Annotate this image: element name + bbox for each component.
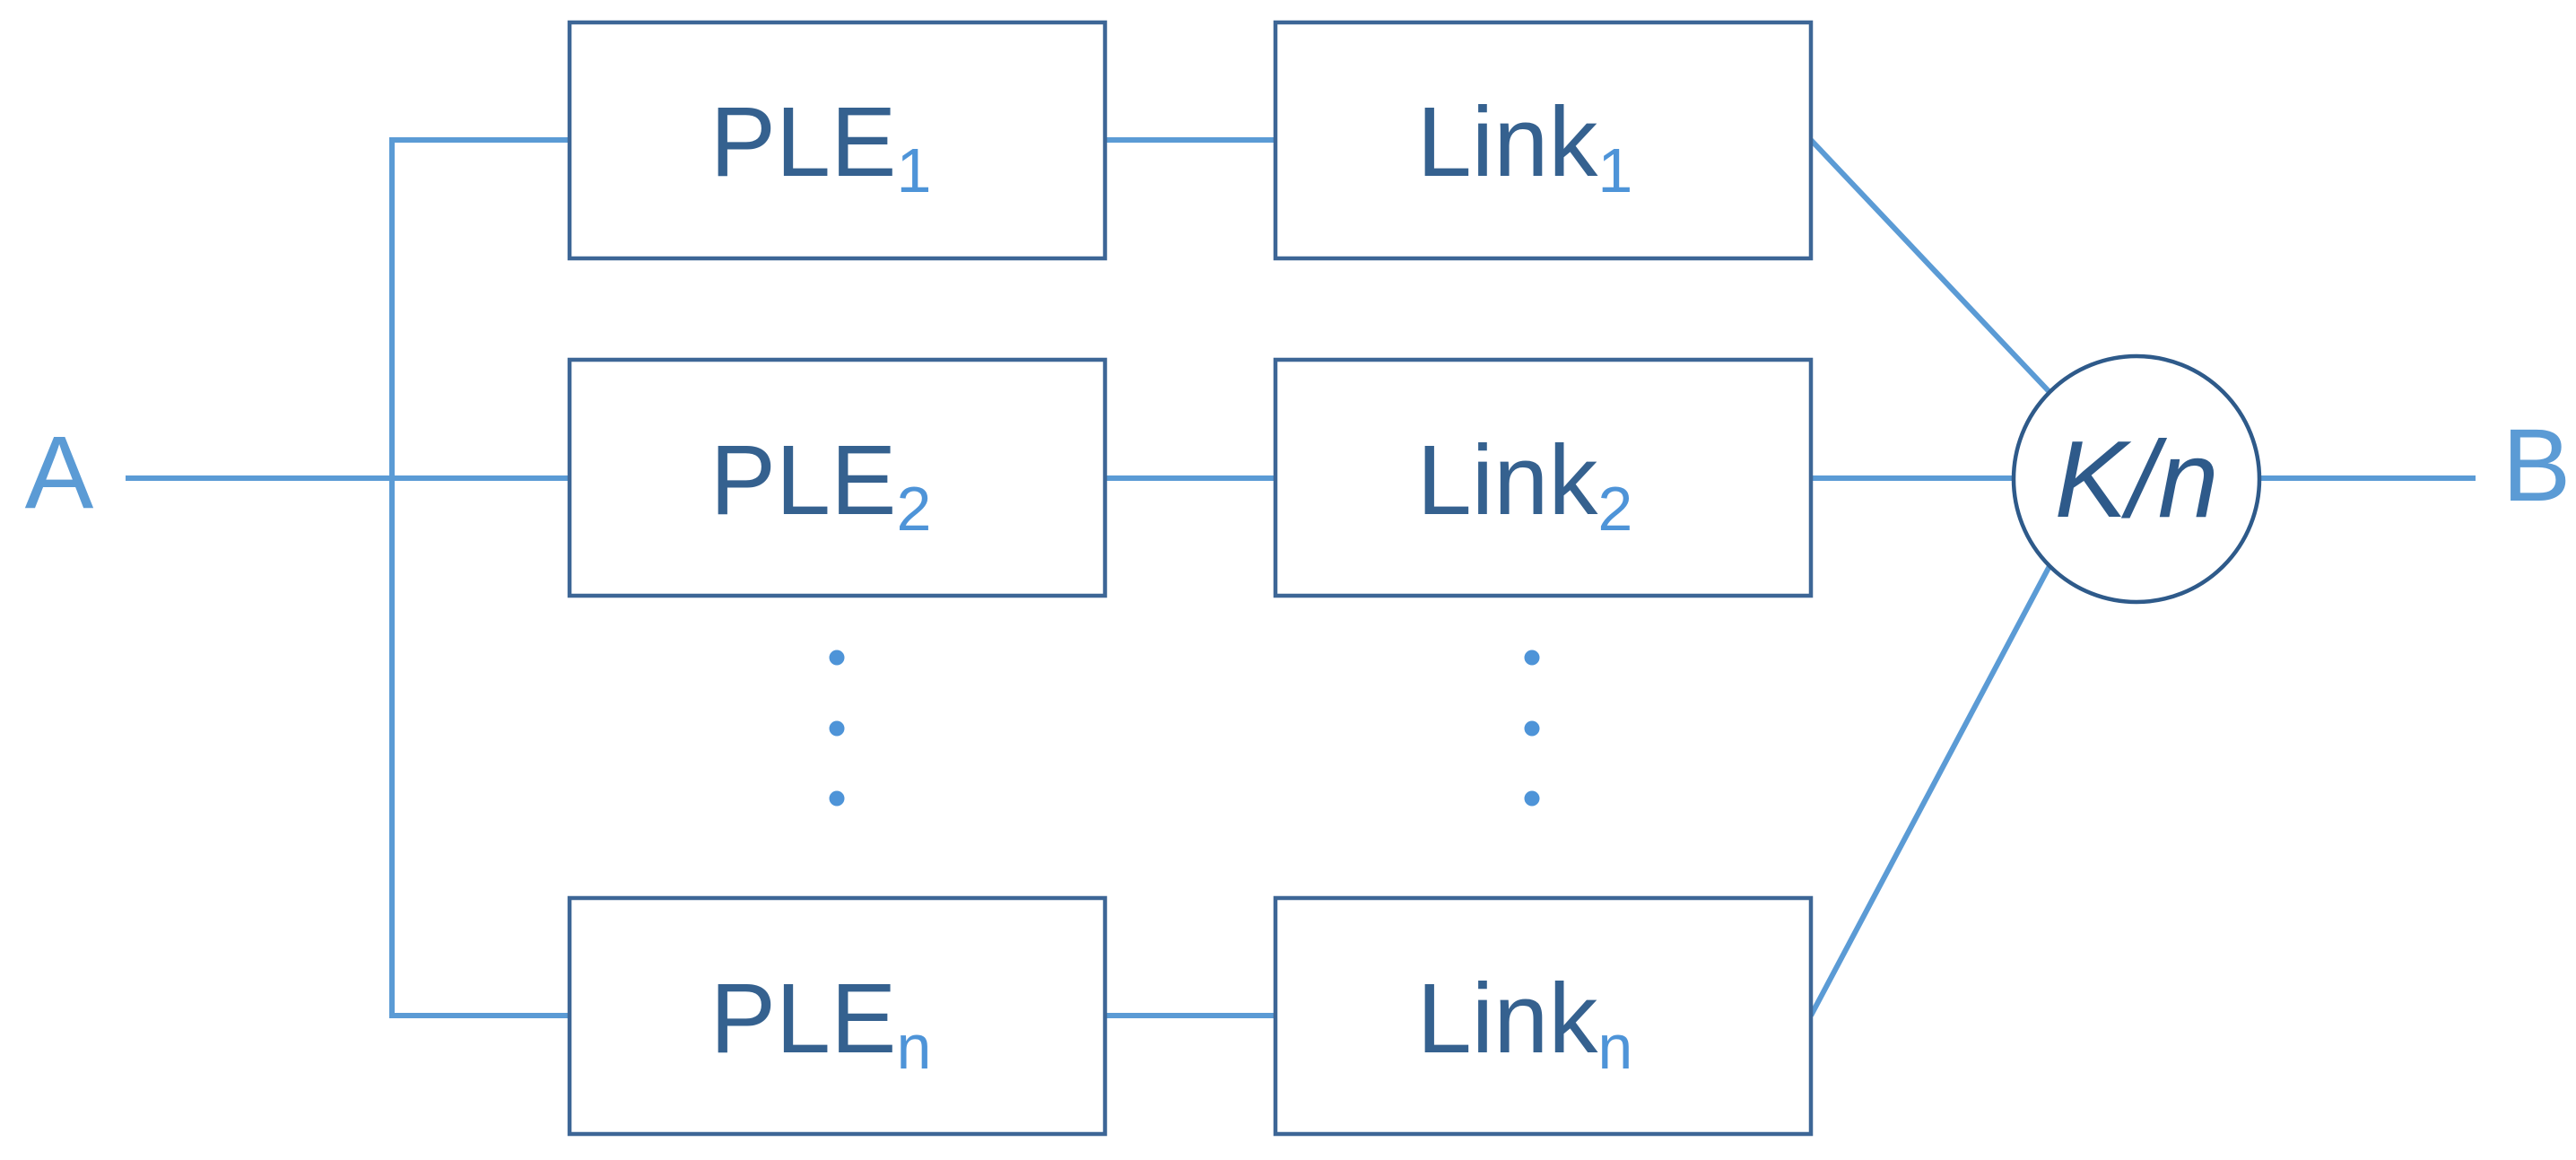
input-label: A bbox=[25, 415, 94, 530]
ple2-box bbox=[567, 357, 1108, 598]
plen-box bbox=[567, 895, 1108, 1137]
ple1-box bbox=[567, 20, 1108, 261]
plen-label: PLEn bbox=[710, 964, 932, 1082]
voter-label: K/n bbox=[2054, 418, 2218, 540]
ellipsis-dot bbox=[829, 790, 845, 807]
link-column-ellipsis bbox=[1524, 650, 1540, 807]
voter-circle bbox=[2011, 353, 2262, 605]
ellipsis-dot bbox=[829, 650, 845, 666]
ellipsis-dot bbox=[1524, 790, 1540, 807]
link1-box bbox=[1273, 20, 1814, 261]
ellipsis-dot bbox=[829, 720, 845, 737]
ellipsis-dot bbox=[1524, 650, 1540, 666]
output-label: B bbox=[2502, 408, 2572, 523]
link1-label: Link1 bbox=[1417, 87, 1633, 205]
ple-column-ellipsis bbox=[829, 650, 845, 807]
linkn-box bbox=[1273, 895, 1814, 1137]
ple2-label: PLE2 bbox=[710, 425, 932, 544]
linkn-voter-line bbox=[1808, 564, 2052, 1017]
linkn-label: Linkn bbox=[1417, 964, 1633, 1082]
ple1-label: PLE1 bbox=[710, 87, 932, 205]
link2-box bbox=[1273, 357, 1814, 598]
link2-label: Link2 bbox=[1417, 425, 1633, 544]
link1-voter-line bbox=[1808, 137, 2052, 395]
ellipsis-dot bbox=[1524, 720, 1540, 737]
